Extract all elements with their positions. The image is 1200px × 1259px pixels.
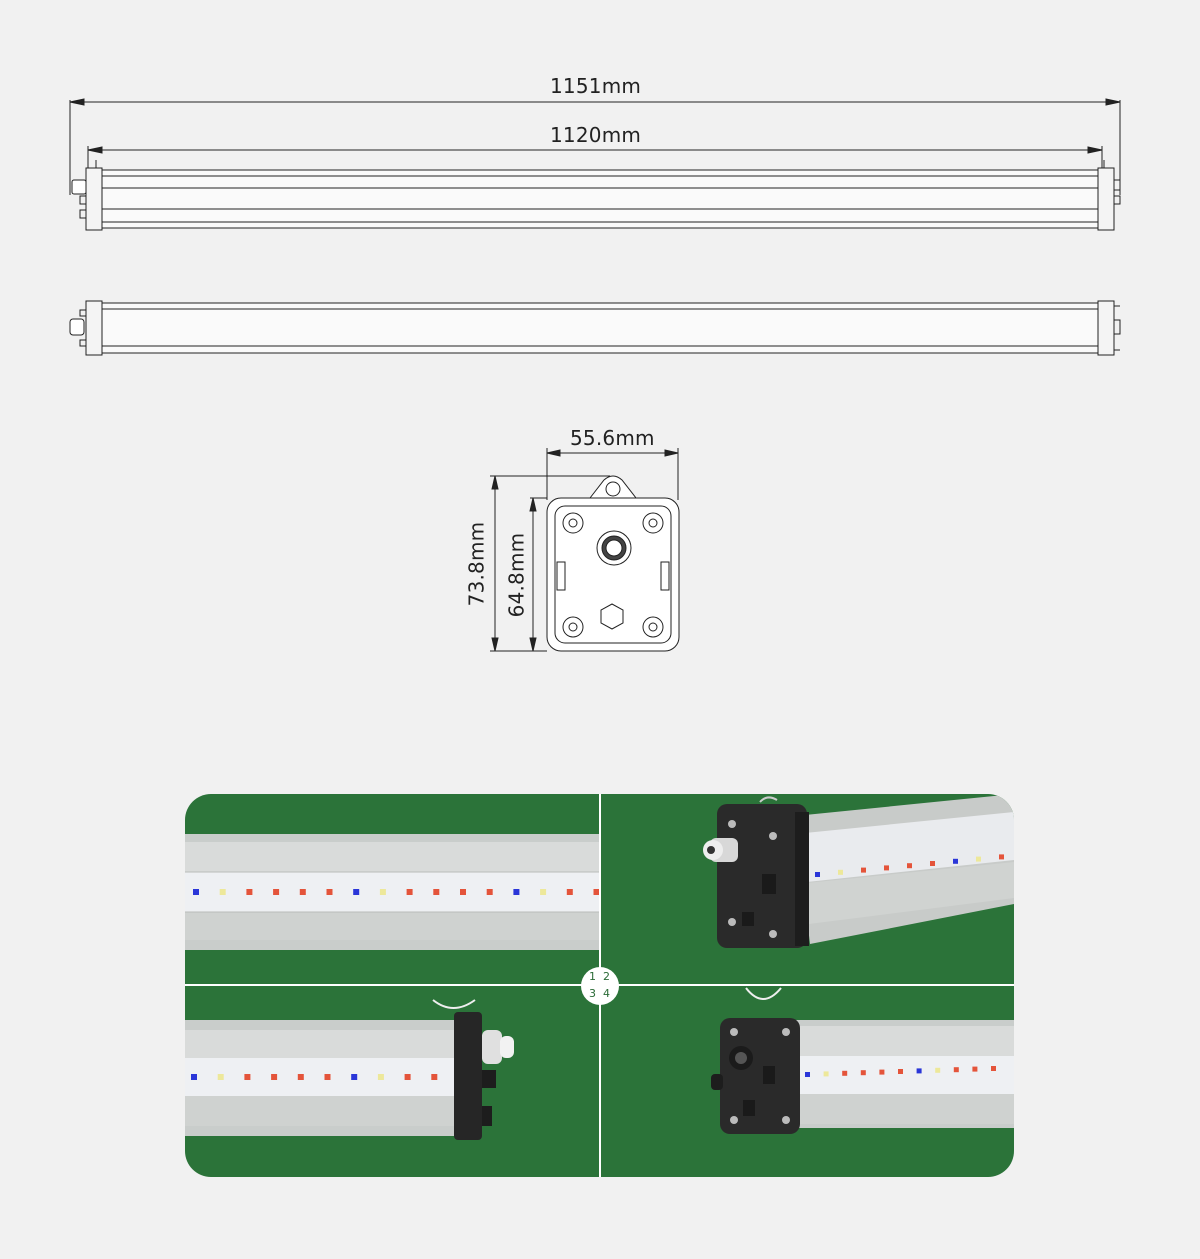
led-dot: [299, 889, 306, 895]
led-dot: [991, 1066, 996, 1071]
led-dot: [838, 869, 843, 875]
led-dot: [861, 867, 866, 873]
badge-number-3: 3: [589, 987, 596, 1000]
led-dot: [406, 889, 413, 895]
led-row-1: [193, 889, 600, 895]
led-dot: [351, 1074, 358, 1080]
led-dot: [513, 889, 520, 895]
photo-led-strip: [185, 834, 600, 950]
photo-end-cap-connector: [711, 987, 1014, 1134]
photo-side-with-gland: [185, 999, 514, 1140]
led-dot: [431, 1074, 438, 1080]
led-dot: [953, 1067, 959, 1073]
led-dot: [935, 1067, 941, 1073]
led-dot: [972, 1066, 978, 1072]
led-dot: [273, 889, 280, 895]
led-dot: [219, 889, 226, 895]
led-dot: [246, 889, 253, 895]
led-dot: [805, 1072, 810, 1077]
led-dot: [244, 1074, 251, 1080]
overall-length-dimension-line: [69, 98, 1121, 195]
led-row-4: [805, 1066, 996, 1077]
badge-number-4: 4: [603, 987, 610, 1000]
led-dot: [823, 1071, 829, 1077]
led-dot: [324, 1074, 331, 1080]
overall-length-label: 1151mm: [550, 74, 642, 98]
led-dot: [404, 1074, 411, 1080]
led-dot: [540, 889, 547, 895]
end-cap-drawing: [546, 475, 680, 652]
body-height-label: 64.8mm: [504, 532, 529, 618]
led-dot: [916, 1068, 922, 1074]
led-dot: [907, 863, 912, 869]
led-dot: [930, 861, 935, 866]
body-length-label: 1120mm: [550, 123, 642, 147]
led-dot: [842, 1070, 848, 1076]
product-photos: [185, 794, 1014, 1177]
led-row-2: [815, 854, 1004, 877]
led-row-3: [191, 1074, 438, 1080]
led-dot: [486, 889, 493, 895]
led-dot: [377, 1074, 384, 1080]
led-dot: [297, 1074, 304, 1080]
led-dot: [999, 854, 1004, 860]
led-dot: [379, 889, 386, 895]
led-dot: [898, 1069, 903, 1074]
quadrant-number-badge: 1 2 3 4: [581, 967, 619, 1005]
led-dot: [193, 889, 199, 895]
led-dot: [884, 865, 889, 871]
photo-end-cap-angled: [703, 794, 1014, 948]
body-length-dimension-line: [87, 146, 1103, 172]
led-dot: [976, 856, 981, 862]
led-dot: [326, 889, 333, 895]
led-dot: [271, 1074, 278, 1080]
fixture-side-view: [69, 300, 1121, 356]
height-dimension-lines: [490, 475, 610, 652]
led-dot: [433, 889, 440, 895]
led-dot: [879, 1069, 885, 1075]
led-dot: [191, 1074, 197, 1080]
width-dimension-line: [546, 448, 679, 500]
led-dot: [353, 889, 360, 895]
led-dot: [593, 889, 600, 895]
width-label: 55.6mm: [570, 426, 655, 450]
led-dot: [860, 1070, 866, 1076]
overall-height-label: 73.8mm: [464, 521, 489, 607]
led-dot: [217, 1074, 224, 1080]
led-dot: [460, 889, 466, 895]
technical-drawing: [69, 98, 1121, 652]
led-dot: [566, 889, 573, 895]
badge-number-1: 1: [589, 970, 596, 983]
fixture-top-view: [71, 160, 1121, 231]
badge-number-2: 2: [603, 970, 610, 983]
led-dot: [815, 872, 820, 877]
led-dot: [953, 858, 958, 864]
